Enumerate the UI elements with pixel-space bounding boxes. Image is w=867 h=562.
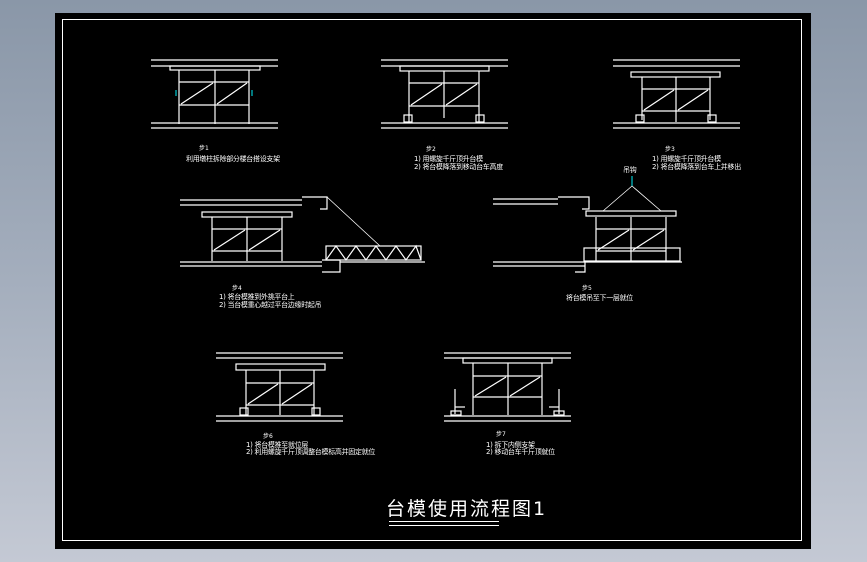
figure-1-number: 步1 xyxy=(199,145,209,152)
figure-5-number: 步5 xyxy=(582,285,592,292)
figure-7-diagram xyxy=(444,352,571,422)
figure-2-caption-1: 1) 用螺旋千斤顶升台模 xyxy=(414,155,483,163)
figure-7-number: 步7 xyxy=(496,431,506,438)
figure-3-caption-2: 2) 将台模降落到台车上并移出 xyxy=(652,163,741,171)
figure-2-caption-2: 2) 将台模降落到移动台车高度 xyxy=(414,163,503,171)
figure-2-number: 步2 xyxy=(426,146,436,153)
figure-1-diagram xyxy=(151,59,278,129)
figure-5-caption: 将台模吊至下一层就位 xyxy=(566,294,633,302)
figure-6-caption-1: 1) 将台模推至就位层 xyxy=(246,441,309,449)
title-underline-2 xyxy=(389,525,499,526)
figure-4-caption-2: 2) 当台模重心越过平台边缘时起吊 xyxy=(219,301,322,309)
figure-3-diagram xyxy=(613,59,740,129)
drawing-sheet xyxy=(55,13,811,549)
figure-7-caption-1: 1) 拆下内侧支架 xyxy=(486,441,535,449)
drawing-border xyxy=(62,19,802,541)
figure-6-diagram xyxy=(216,352,343,422)
figure-6-number: 步6 xyxy=(263,433,273,440)
figure-5-diagram xyxy=(493,176,682,273)
figure-6-caption-2: 2) 利用螺旋千斤顶调整台模标高并固定就位 xyxy=(246,448,376,456)
figure-4-number: 步4 xyxy=(232,285,242,292)
drawing-title: 台模使用流程图1 xyxy=(386,498,548,520)
figure-1-caption: 利用墩柱拆除部分楼台搭设支架 xyxy=(186,155,280,163)
figure-3-caption-1: 1) 用螺旋千斤顶升台模 xyxy=(652,155,721,163)
figure-3-number: 步3 xyxy=(665,146,675,153)
title-underline-1 xyxy=(389,521,499,522)
figure-4-caption-1: 1) 将台模推到外挑平台上 xyxy=(219,293,295,301)
figure-5-crane-label: 吊钩 xyxy=(623,166,637,174)
figure-7-caption-2: 2) 移动台车千斤顶就位 xyxy=(486,448,555,456)
figure-4-diagram xyxy=(180,196,425,273)
figure-2-diagram xyxy=(381,59,508,129)
